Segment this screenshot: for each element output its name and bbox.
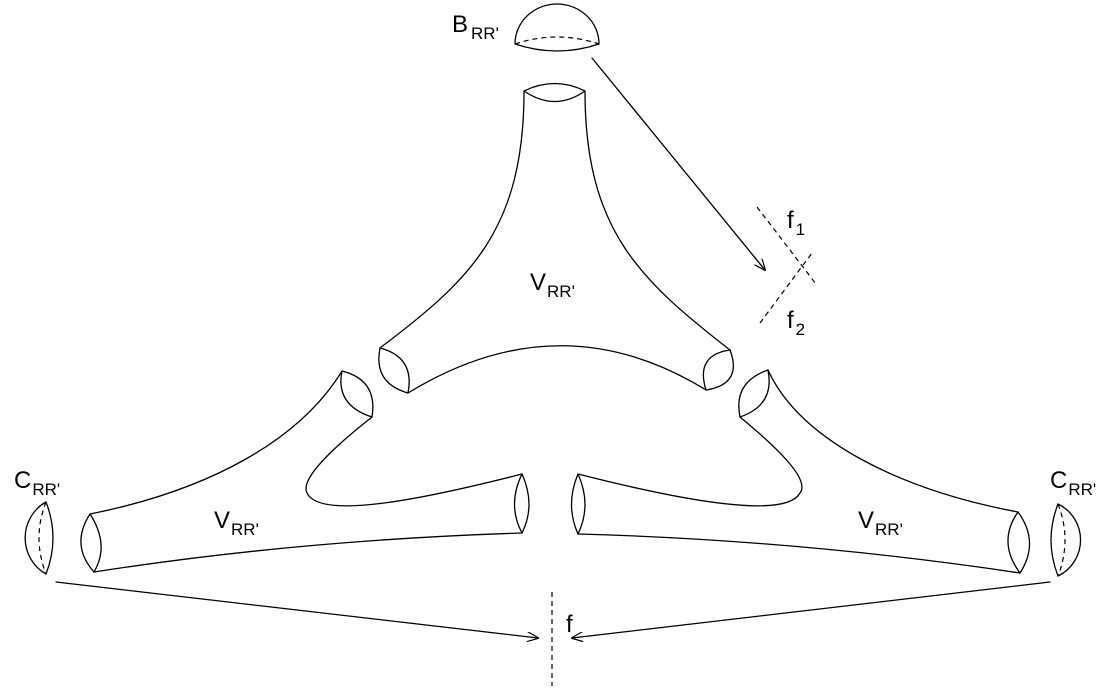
arrow-c-right-to-f: [572, 581, 1051, 638]
label-v-right: VRR': [858, 507, 903, 539]
label-c-right: CRR': [1050, 467, 1096, 499]
hemisphere-b: [514, 3, 600, 52]
label-c-left: CRR': [14, 467, 60, 499]
arrow-b-to-crossing: [591, 57, 765, 270]
hemisphere-c-left: [24, 501, 54, 575]
arrow-c-left-to-f: [55, 581, 538, 638]
vertex-surface-left: [80, 370, 530, 573]
dashed-line-f1: [756, 206, 817, 285]
dashed-line-f2: [759, 252, 813, 324]
label-v-top: VRR': [530, 269, 575, 301]
hemisphere-c-right: [1050, 503, 1082, 577]
vertex-surface-right: [570, 369, 1031, 574]
label-v-left: VRR': [214, 507, 259, 539]
label-f: f: [566, 611, 573, 638]
vertex-surface-top: [378, 82, 734, 394]
